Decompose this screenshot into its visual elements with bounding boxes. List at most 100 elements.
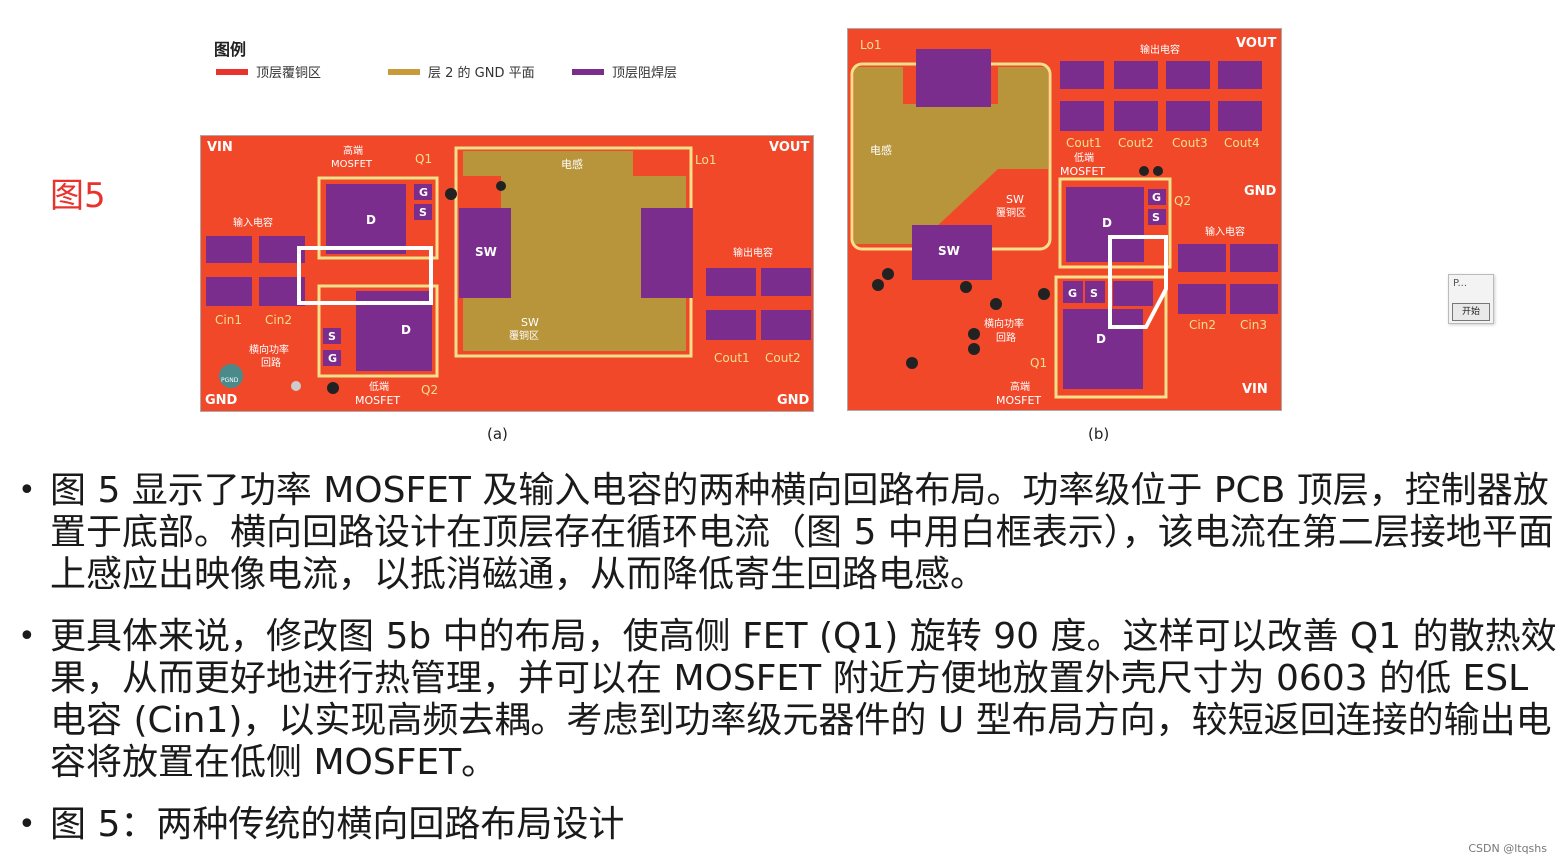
pcb-a-cap-gap: [201, 263, 311, 277]
pcb-a-q1-drain: [326, 184, 406, 254]
pcb-b-q1-s: S: [1090, 287, 1098, 300]
pcb-a-gnd-right: GND: [777, 393, 810, 408]
pcb-a-sw-pad: [459, 208, 511, 298]
pcb-b-cout1: Cout1: [1066, 136, 1102, 150]
pcb-a-cout1: Cout1: [714, 351, 750, 365]
bullet-item: • 图 5 显示了功率 MOSFET 及输入电容的两种横向回路布局。功率级位于 …: [18, 470, 1558, 596]
pcb-a-via: [496, 181, 506, 191]
pcb-b-q2-s: S: [1152, 211, 1160, 224]
pcb-a-lo1: Lo1: [695, 153, 716, 167]
pcb-b-caption: (b): [1088, 425, 1110, 443]
pcb-b-lo1: Lo1: [860, 38, 881, 52]
pcb-b-q1-d: D: [1096, 332, 1106, 346]
legend-label: 顶层覆铜区: [256, 66, 322, 81]
floating-mini-window[interactable]: P... 开始: [1448, 274, 1494, 324]
pcb-b-q1-gate: [1063, 281, 1083, 303]
pcb-a-q2-gate: [323, 350, 341, 366]
bullet-item: • 更具体来说，修改图 5b 中的布局，使高侧 FET (Q1) 旋转 90 度…: [18, 616, 1558, 784]
legend-title: 图例: [214, 40, 247, 59]
pcb-a-q1-d: D: [366, 213, 376, 227]
pcb-b-low-side: 低端: [1074, 151, 1094, 164]
pcb-a-q2: Q2: [421, 383, 438, 397]
pcb-a-high-side: 高端: [343, 144, 363, 157]
pcb-b-output-cap: 输出电容: [1140, 43, 1180, 56]
pcb-b-via: [872, 279, 884, 291]
pcb-a-q1: Q1: [415, 152, 432, 166]
pcb-a-q2-d: D: [401, 323, 411, 337]
legend-label: 顶层阻焊层: [612, 66, 678, 81]
pcb-a-q2-frame: [317, 284, 439, 378]
pcb-a-cout-gap: [701, 296, 813, 310]
pcb-b-q2: Q2: [1174, 194, 1191, 208]
pcb-a-cin2: Cin2: [265, 313, 292, 327]
legend-item-solder-mask: 顶层阻焊层: [572, 62, 677, 81]
pcb-a-q1-frame: [317, 176, 439, 260]
pcb-a-high-side-mosfet: MOSFET: [331, 159, 373, 170]
pcb-a-sw-area: SW: [521, 316, 539, 329]
mini-window-title: P...: [1453, 278, 1468, 289]
legend-swatch-gnd: [388, 68, 420, 75]
pcb-b-high-side: 高端: [1010, 380, 1030, 393]
pcb-b-q1: Q1: [1030, 356, 1047, 370]
bullet-text: 图 5：两种传统的横向回路布局设计: [50, 804, 625, 845]
pcb-b-via: [968, 343, 980, 355]
figure-label: 图5: [50, 176, 106, 216]
pcb-a-cin1: Cin1: [215, 313, 242, 327]
pcb-a-cout2: Cout2: [765, 351, 801, 365]
pcb-a-output-cap: 输出电容: [733, 246, 773, 259]
pcb-b-cin-gap: [1173, 272, 1281, 284]
pcb-layout-a: VIN VOUT GND GND 高端 MOSFET Q1 电感 Lo1 输入电…: [200, 135, 814, 412]
pcb-a-vin-label: VIN: [207, 140, 233, 155]
pcb-a-q1-source: [414, 204, 432, 220]
pcb-b-vout: VOUT: [1236, 36, 1276, 51]
bullet-text: 图 5 显示了功率 MOSFET 及输入电容的两种横向回路布局。功率级位于 PC…: [50, 470, 1554, 595]
watermark: CSDN @ltqshs: [1468, 842, 1547, 855]
pcb-b-q1-drain: [1063, 309, 1143, 389]
pcb-b-q2-frame: [1058, 177, 1172, 269]
pcb-b-q2-source: [1148, 209, 1166, 225]
pcb-b-loop-label: 横向功率: [984, 317, 1024, 330]
start-button[interactable]: 开始: [1452, 303, 1490, 321]
pcb-a-sw: SW: [475, 245, 497, 259]
pcb-b-q1-g: G: [1068, 287, 1077, 300]
pcb-a-loop-label: 横向功率: [249, 343, 289, 356]
pcb-a-low-side: 低端: [369, 380, 389, 393]
legend-item-top-copper: 顶层覆铜区: [216, 62, 321, 81]
pcb-a-q2-source: [323, 328, 341, 344]
pcb-b-sw-pad: [912, 225, 992, 280]
pcb-a-caption: (a): [487, 425, 508, 443]
bullet-item: • 图 5：两种传统的横向回路布局设计: [18, 804, 1558, 846]
pcb-b-current-loop: [1108, 235, 1168, 329]
pcb-b-loop-label-2: 回路: [996, 331, 1016, 344]
pcb-b-sw: SW: [938, 244, 960, 258]
pcb-b-via: [1153, 166, 1163, 176]
pcb-a-current-loop: [297, 246, 433, 305]
pcb-b-q1-pad: [1113, 281, 1153, 306]
pcb-a-gnd-left: GND: [205, 393, 238, 408]
pcb-a-q1-s: S: [419, 206, 427, 219]
pcb-b-via: [1139, 166, 1149, 176]
pcb-b-via: [1038, 288, 1050, 300]
legend-label: 层 2 的 GND 平面: [428, 66, 535, 81]
pcb-b-via: [968, 328, 980, 340]
pcb-a-via: [327, 382, 339, 394]
pcb-b-via: [990, 298, 1002, 310]
bullet-dot: •: [18, 807, 36, 842]
pcb-b-via: [960, 281, 972, 293]
bullet-list: • 图 5 显示了功率 MOSFET 及输入电容的两种横向回路布局。功率级位于 …: [18, 470, 1558, 866]
pcb-b-q2-g: G: [1152, 191, 1161, 204]
pcb-b-q2-drain: [1066, 187, 1144, 262]
pcb-layout-b: Lo1 VOUT 输出电容 Cout1 Cout2 Cout3 Cout4 电感…: [847, 28, 1282, 411]
bullet-dot: •: [18, 619, 36, 654]
pcb-b-q1-source: [1085, 281, 1105, 303]
legend-swatch-copper: [216, 68, 248, 75]
pcb-a-q2-s: S: [328, 330, 336, 343]
pcb-a-loop-label-2: 回路: [261, 356, 281, 369]
pcb-b-high-side-mosfet: MOSFET: [996, 394, 1041, 407]
bullet-text: 更具体来说，修改图 5b 中的布局，使高侧 FET (Q1) 旋转 90 度。这…: [50, 616, 1557, 783]
pcb-b-sw-area-2: 覆铜区: [996, 207, 1026, 219]
pcb-b-cout4: Cout4: [1224, 136, 1260, 150]
pcb-b-cout2: Cout2: [1118, 136, 1154, 150]
pcb-a-q2-g: G: [328, 352, 337, 365]
pcb-b-inductor: 电感: [870, 144, 892, 157]
